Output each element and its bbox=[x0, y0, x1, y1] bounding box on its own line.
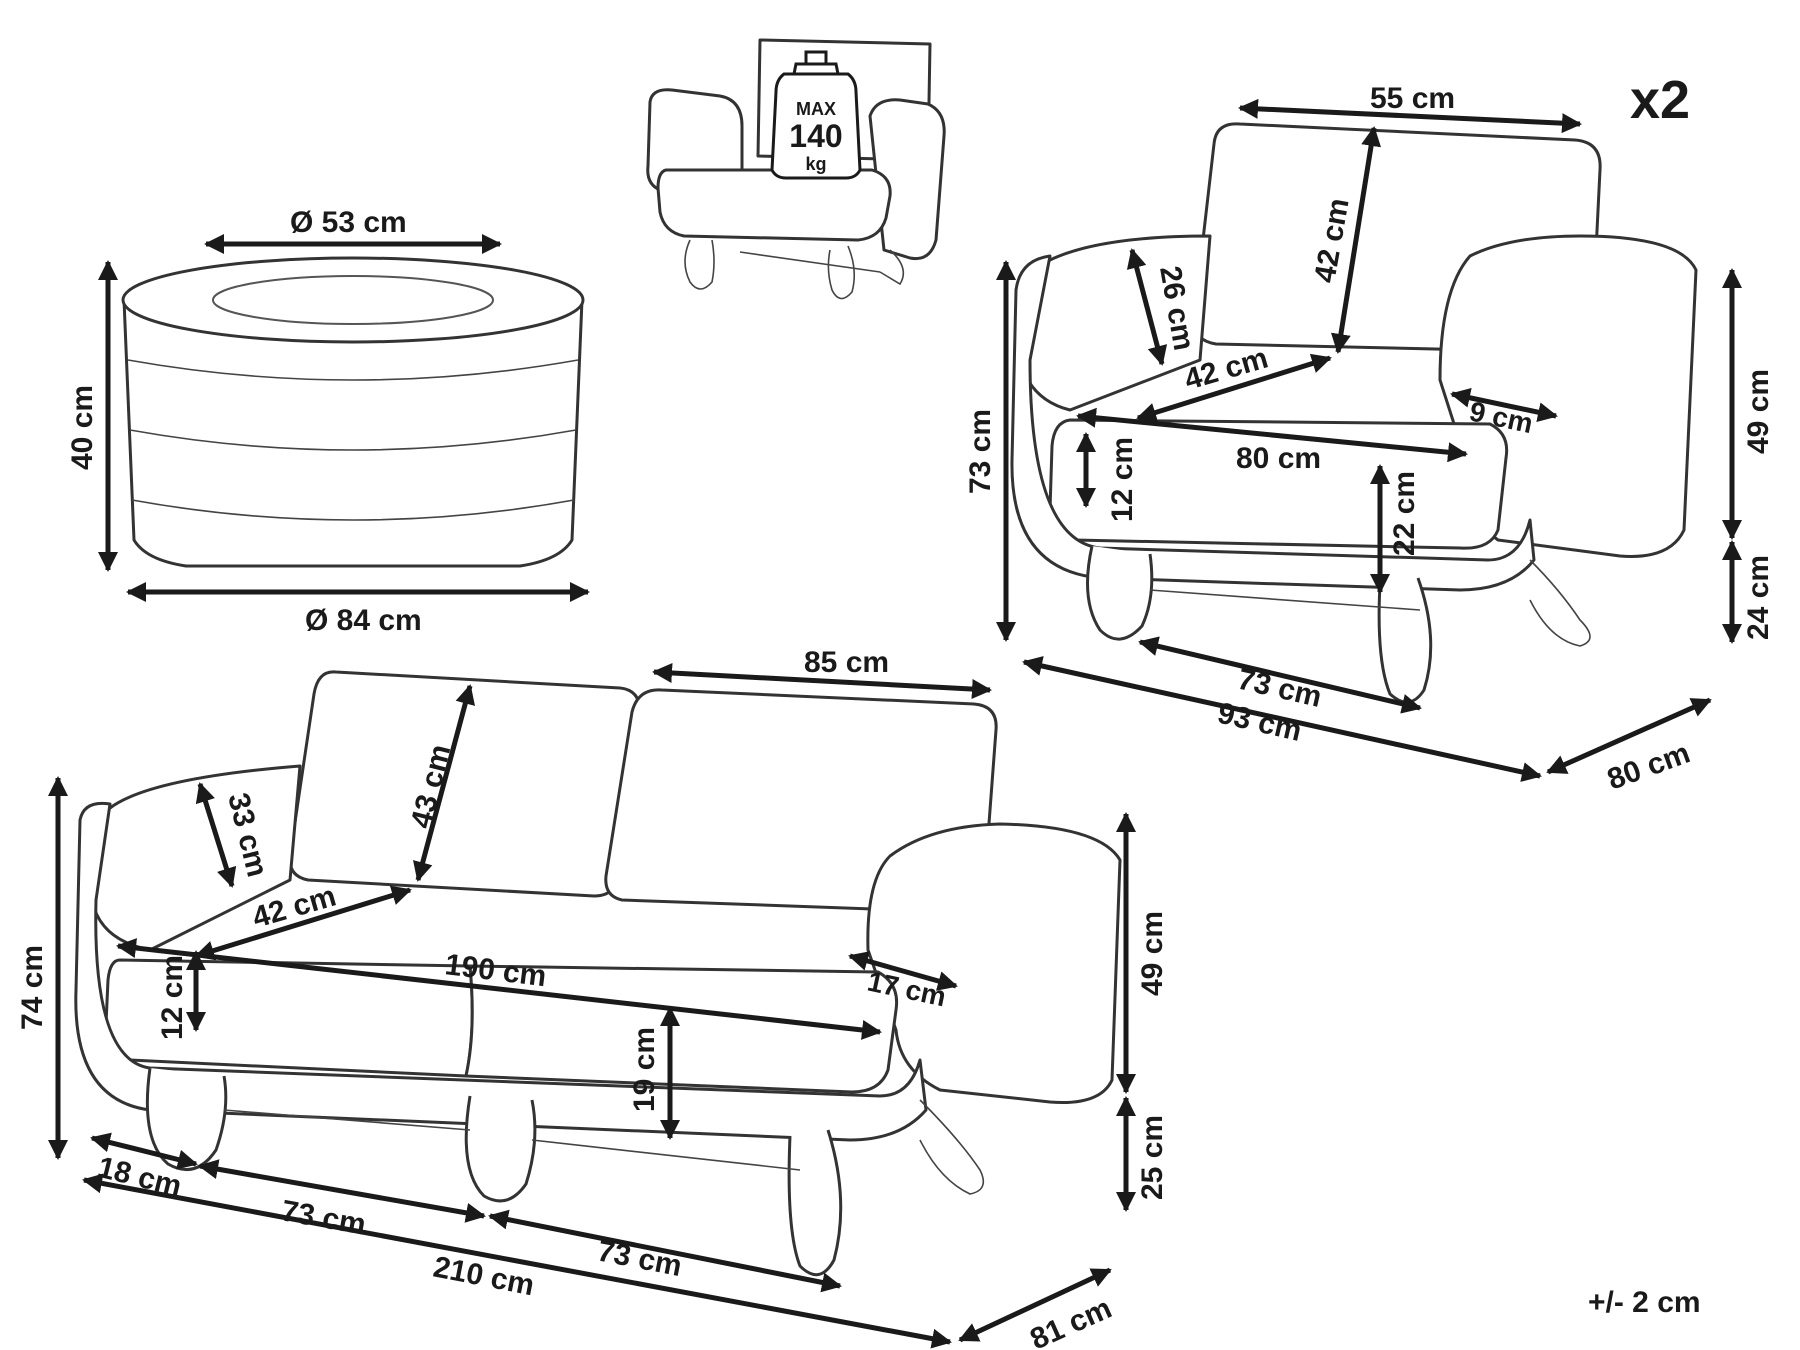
tolerance-label: +/- 2 cm bbox=[1588, 1286, 1701, 1319]
armchair-seat-width: 80 cm bbox=[1236, 442, 1321, 475]
armchair-lower-side: 24 cm bbox=[1742, 555, 1775, 640]
sofa-upper-side: 49 cm bbox=[1136, 911, 1169, 996]
armchair-upper-side: 49 cm bbox=[1742, 369, 1775, 454]
sofa-arm-thickness-arrow bbox=[848, 951, 958, 991]
armchair-back-width: 55 cm bbox=[1370, 82, 1455, 115]
armchair-arm-thickness-arrow bbox=[1450, 387, 1558, 423]
weight-value: 140 bbox=[789, 118, 842, 154]
armchair-total-width-arrow bbox=[1022, 656, 1542, 782]
sofa-back-width-arrow bbox=[652, 662, 992, 700]
armchair-arm-height-arrow bbox=[1126, 248, 1168, 366]
armchair-seat-width-arrow bbox=[1076, 407, 1468, 463]
sofa-arm-height-arrow bbox=[195, 782, 237, 888]
sofa-depth-arrow bbox=[958, 1267, 1112, 1343]
sofa-drawing bbox=[74, 670, 1122, 1277]
sofa-leg-offset-arrow bbox=[90, 1132, 198, 1170]
armchair-seat-height: 22 cm bbox=[1388, 471, 1421, 556]
sofa-seat-cushion: 12 cm bbox=[156, 955, 189, 1040]
coffee-table-drawing bbox=[121, 256, 585, 568]
armchair-thumbnail: MAX 140 kg bbox=[646, 38, 946, 300]
armchair-back-width-arrow bbox=[1238, 98, 1582, 134]
sofa-total-width-arrow bbox=[82, 1173, 952, 1349]
sofa-back-height-arrow bbox=[413, 684, 475, 882]
sofa-back-width: 85 cm bbox=[804, 646, 889, 679]
sofa-lower-side: 25 cm bbox=[1136, 1115, 1169, 1200]
armchair-total-height: 73 cm bbox=[964, 409, 997, 494]
armchair-depth: 80 cm bbox=[1603, 736, 1694, 796]
sofa-total-width: 210 cm bbox=[431, 1250, 537, 1302]
table-top-diameter: Ø 53 cm bbox=[290, 206, 407, 239]
table-height: 40 cm bbox=[66, 385, 99, 470]
weight-max-label: MAX bbox=[796, 99, 836, 119]
armchair-depth-arrow bbox=[1546, 697, 1712, 775]
sofa-seat-width-arrow bbox=[116, 938, 882, 1040]
armchair-back-height-arrow bbox=[1330, 126, 1382, 354]
sofa-total-height: 74 cm bbox=[16, 945, 49, 1030]
armchair-seat-cushion: 12 cm bbox=[1106, 437, 1139, 522]
max-weight-icon: MAX 140 kg bbox=[770, 50, 862, 180]
weight-unit: kg bbox=[805, 154, 826, 174]
quantity-label: x2 bbox=[1630, 70, 1690, 130]
table-bottom-diameter: Ø 84 cm bbox=[305, 604, 422, 637]
sofa-seat-height: 19 cm bbox=[628, 1027, 661, 1112]
